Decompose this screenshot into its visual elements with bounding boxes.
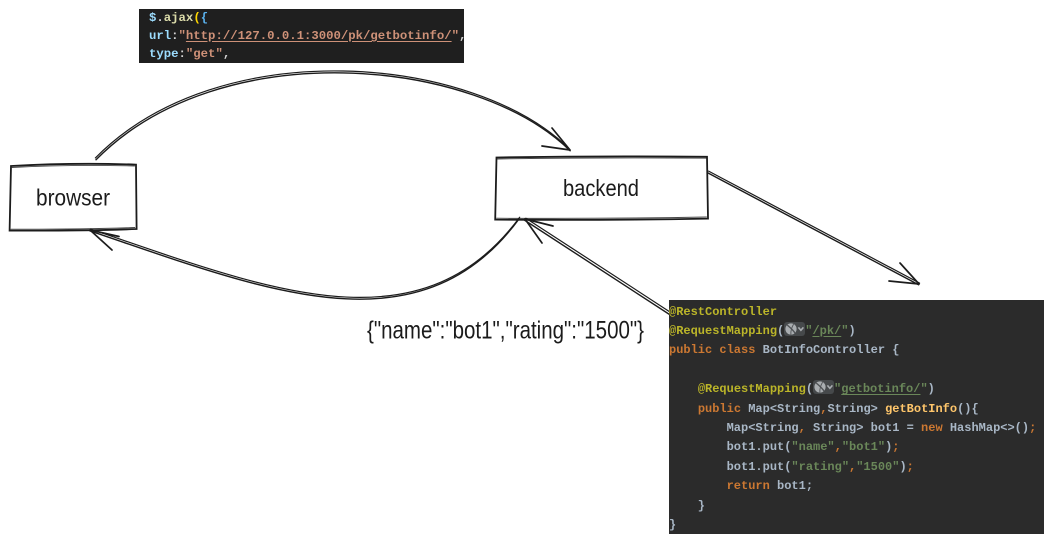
- svg-text:backend: backend: [563, 175, 639, 201]
- svg-text:browser: browser: [36, 185, 110, 211]
- svg-text:{"name":"bot1","rating":"1500": {"name":"bot1","rating":"1500"}: [367, 317, 644, 345]
